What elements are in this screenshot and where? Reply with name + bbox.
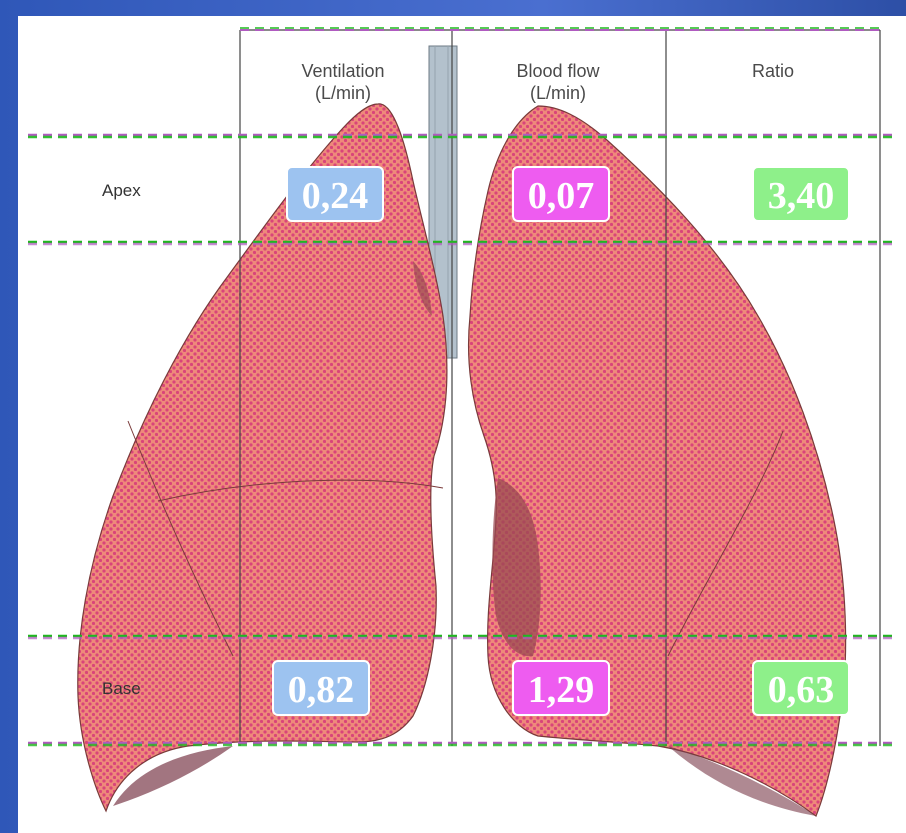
base-ratio-value: 0,63 xyxy=(752,660,850,716)
header-blood-flow-unit: (L/min) xyxy=(483,82,633,104)
row-label-base: Base xyxy=(102,679,141,699)
header-blood-flow: Blood flow (L/min) xyxy=(483,60,633,104)
header-ventilation-label: Ventilation xyxy=(268,60,418,82)
apex-ventilation-value: 0,24 xyxy=(286,166,384,222)
header-ratio: Ratio xyxy=(708,60,838,82)
apex-ratio-value: 3,40 xyxy=(752,166,850,222)
header-ratio-label: Ratio xyxy=(708,60,838,82)
row-label-apex: Apex xyxy=(102,181,141,201)
diagram-panel: Ventilation (L/min) Blood flow (L/min) R… xyxy=(18,16,906,833)
header-ventilation-unit: (L/min) xyxy=(268,82,418,104)
base-ventilation-value: 0,82 xyxy=(272,660,370,716)
header-ventilation: Ventilation (L/min) xyxy=(268,60,418,104)
base-blood-flow-value: 1,29 xyxy=(512,660,610,716)
apex-blood-flow-value: 0,07 xyxy=(512,166,610,222)
header-blood-flow-label: Blood flow xyxy=(483,60,633,82)
left-lung xyxy=(78,104,447,811)
